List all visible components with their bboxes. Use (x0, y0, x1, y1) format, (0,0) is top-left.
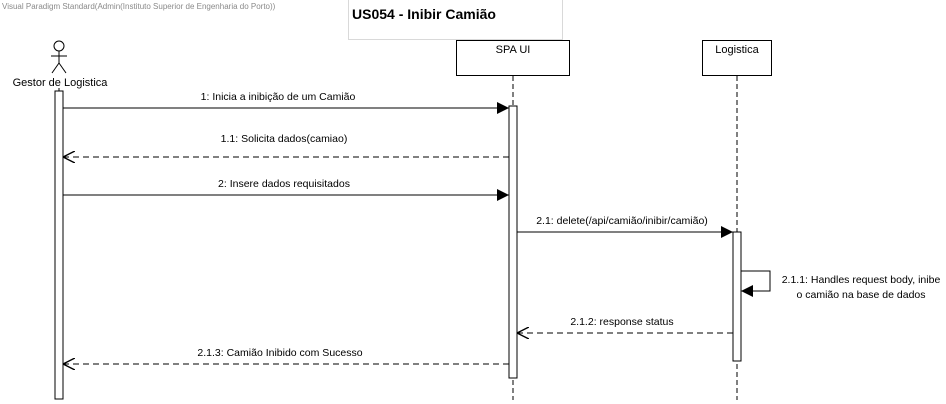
lifeline-head-logistica-label: Logistica (715, 44, 759, 56)
actor-figure (51, 40, 67, 74)
title-frame (348, 0, 563, 40)
message-2-1-label: 2.1: delete(/api/camião/inibir/camião) (536, 215, 708, 227)
activation-logistica (732, 231, 742, 362)
message-2-label: 2: Insere dados requisitados (218, 178, 350, 190)
diagram-title: US054 - Inibir Camião (352, 6, 496, 22)
activation-actor (54, 90, 64, 400)
message-1-1-label: 1.1: Solicita dados(camiao) (220, 133, 348, 145)
message-2-1-2-label: 2.1.2: response status (570, 316, 674, 328)
message-2-1-1-self-arrow (741, 270, 771, 297)
message-2-1-3-label: 2.1.3: Camião Inibido com Sucesso (197, 347, 363, 359)
lifeline-head-logistica: Logistica (702, 40, 772, 76)
actor-label: Gestor de Logistica (12, 77, 108, 89)
lifeline-head-spa: SPA UI (456, 40, 570, 76)
activation-spa (508, 105, 518, 379)
lifeline-head-spa-label: SPA UI (495, 44, 531, 56)
message-1-label: 1: Inicia a inibição de um Camião (200, 91, 356, 103)
watermark-text: Visual Paradigm Standard(Admin(Instituto… (2, 2, 276, 11)
message-2-1-1-label: 2.1.1: Handles request body, inibe o cam… (781, 274, 941, 301)
